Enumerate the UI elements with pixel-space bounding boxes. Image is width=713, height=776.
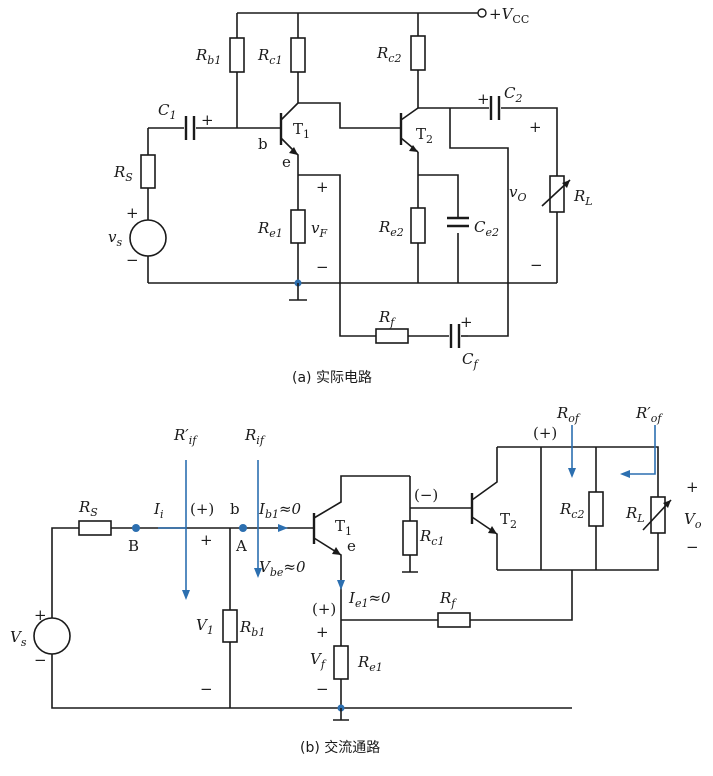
rb1-resistor — [229, 37, 245, 73]
v1-label: V1 — [196, 616, 214, 637]
t2-transistor — [399, 107, 419, 153]
rl-label: RL — [573, 187, 593, 208]
vs-label-b: Vs — [10, 628, 27, 649]
rc2-label: Rc2 — [376, 44, 401, 65]
c1-label: C1 — [158, 101, 176, 122]
ii-label: Ii — [153, 500, 163, 521]
rs-label-b: RS — [78, 498, 98, 519]
vs-minus: − — [126, 251, 139, 269]
e-label: e — [282, 153, 291, 171]
vcc-label: +VCC — [489, 5, 529, 26]
re2-resistor — [410, 207, 426, 244]
vo-plus: + — [529, 118, 542, 136]
ie1-label: Ie1≈0 — [348, 589, 391, 610]
labels-a: +VCC Rb1 Rc1 Rc2 C1 + C2 + + T1 T2 b e R… — [108, 5, 593, 386]
vo-minus: − — [530, 256, 543, 274]
t2-label: T2 — [416, 125, 433, 146]
vo-minus-b: − — [686, 538, 699, 556]
plus-paren-f: (+) — [312, 600, 336, 618]
rb1-label-b: Rb1 — [239, 618, 265, 639]
plus-paren-b: (+) — [190, 500, 214, 518]
rb1-resistor-b — [222, 609, 238, 643]
re1-label-b: Re1 — [357, 653, 383, 674]
rc2-resistor-b — [588, 491, 604, 527]
node-a: A — [235, 537, 247, 555]
plus-paren-out: (+) — [533, 424, 557, 442]
vo-label-b: Vo — [684, 510, 702, 531]
re1-resistor-b — [333, 645, 349, 680]
vs-label: vs — [108, 228, 122, 249]
ib1-label: Ib1≈0 — [258, 500, 302, 521]
t2-label-b: T2 — [500, 510, 517, 531]
b-label: b — [258, 135, 268, 153]
rf-label-b: Rf — [439, 589, 457, 610]
cf-plus: + — [460, 313, 473, 331]
vcc-terminal — [477, 8, 487, 18]
rof-prime-label: R′of — [635, 404, 663, 425]
t1-transistor-b — [312, 475, 410, 708]
circuit-b — [33, 425, 672, 721]
caption-a: (a) 实际电路 — [292, 370, 372, 386]
e-label-b: e — [347, 537, 356, 555]
b-label-b: b — [230, 500, 240, 518]
rc1-resistor — [290, 37, 306, 73]
vs-plus-b: + — [34, 606, 47, 624]
rf-label: Rf — [378, 308, 396, 329]
rs-resistor-b — [78, 520, 112, 536]
ce2-capacitor — [447, 216, 469, 228]
rs-label: RS — [113, 163, 133, 184]
rb1-label: Rb1 — [195, 46, 221, 67]
rf-resistor-b — [437, 612, 471, 628]
labels-b: R′if Rif Rof R′of (+) RS Ii (+) b Ib1≈0 … — [10, 404, 702, 756]
rc2-resistor — [410, 35, 426, 71]
t1-label-b: T1 — [335, 517, 352, 538]
t1-transistor — [279, 102, 299, 210]
rc1-label-b: Rc1 — [419, 527, 444, 548]
node-b: B — [128, 537, 139, 555]
t1-label: T1 — [293, 120, 310, 141]
minus-paren: (−) — [414, 486, 438, 504]
rc2-label-b: Rc2 — [559, 500, 584, 521]
rof-label: Rof — [556, 404, 581, 425]
vf-plus-b: + — [316, 623, 329, 641]
v1-plus: + — [200, 531, 213, 549]
vbe-label: Vbe≈0 — [259, 558, 306, 579]
c1-plus: + — [201, 111, 214, 129]
ce2-label: Ce2 — [474, 218, 499, 239]
vo-plus-b: + — [686, 478, 699, 496]
vf-label-b: Vf — [310, 650, 327, 671]
vs-source — [129, 219, 167, 257]
rif-label: Rif — [244, 426, 266, 447]
vf-plus: + — [316, 178, 329, 196]
vf-minus-b: − — [316, 680, 329, 698]
rs-resistor — [140, 154, 156, 189]
vo-label: vO — [509, 183, 527, 204]
rif-prime-label: R′if — [173, 426, 198, 447]
caption-b: (b) 交流通路 — [300, 739, 380, 756]
cf-label: Cf — [462, 350, 479, 371]
v1-minus: − — [200, 680, 213, 698]
vs-minus-b: − — [34, 651, 47, 669]
vs-plus: + — [126, 204, 139, 222]
re1-label: Re1 — [257, 219, 283, 240]
t2-transistor-b — [470, 447, 498, 570]
c2-plus: + — [477, 90, 490, 108]
vf-minus: − — [316, 258, 329, 276]
rc1-label: Rc1 — [257, 46, 282, 67]
c2-label: C2 — [504, 84, 522, 105]
rc1-resistor-b — [402, 520, 418, 556]
re2-label: Re2 — [378, 218, 404, 239]
rl-label-b: RL — [625, 504, 645, 525]
vf-label: vF — [311, 219, 327, 240]
circuit-a — [129, 8, 571, 348]
